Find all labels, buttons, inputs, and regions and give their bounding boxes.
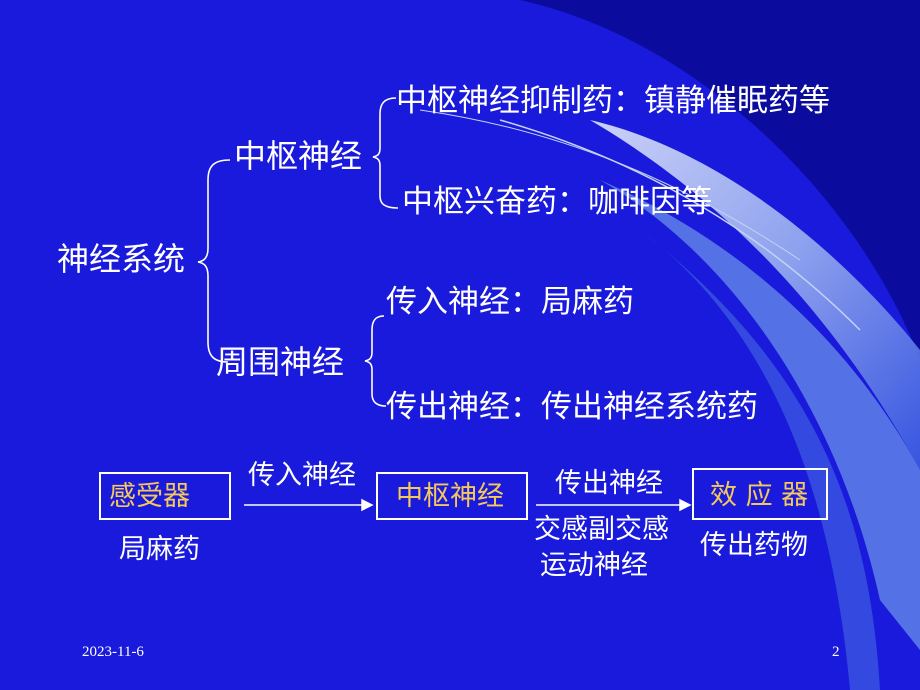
central-stimulant-item: 中枢兴奋药：咖啡因等 [402, 184, 712, 220]
center-label: 中枢神经 [396, 481, 504, 512]
afferent-flow-label: 传入神经 [248, 460, 356, 491]
effector-label: 效 应 器 [710, 480, 809, 511]
center-box [376, 472, 528, 520]
receptor-label: 感受器 [109, 481, 190, 512]
central-inhibitor-item: 中枢神经抑制药：镇静催眠药等 [396, 83, 830, 119]
effector-box [692, 468, 828, 520]
footer-page-number: 2 [832, 644, 840, 660]
root-label: 神经系统 [57, 240, 186, 278]
brace-central [372, 97, 399, 209]
central-nerve-label: 中枢神经 [234, 137, 363, 175]
efferent-nerve-item: 传出神经：传出神经系统药 [386, 389, 758, 425]
efferent-sub-label-1: 交感副交感 [534, 514, 669, 545]
effector-drug-label: 传出药物 [700, 530, 808, 561]
background-swirl-dark [520, 0, 920, 360]
brace-peripheral [364, 315, 387, 407]
brace-root [197, 159, 231, 363]
peripheral-nerve-label: 周围神经 [216, 343, 345, 381]
efferent-sub-label-2: 运动神经 [540, 550, 648, 581]
receptor-box [99, 472, 231, 520]
background-swirl-mid [600, 180, 920, 650]
afferent-nerve-item: 传入神经：局麻药 [386, 284, 634, 320]
background-swirl-light [590, 120, 920, 470]
efferent-flow-label: 传出神经 [555, 468, 663, 499]
receptor-drug-label: 局麻药 [119, 534, 200, 565]
footer-date: 2023-11-6 [82, 644, 144, 660]
